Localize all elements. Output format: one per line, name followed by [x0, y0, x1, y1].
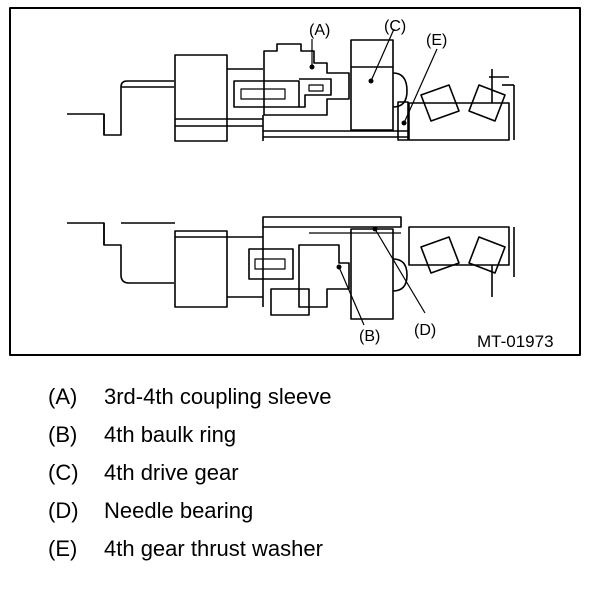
callout-a: (A)	[309, 22, 330, 39]
legend-text: 4th gear thrust washer	[104, 536, 323, 561]
lower-assembly	[67, 216, 515, 320]
legend-text: 3rd-4th coupling sleeve	[104, 384, 332, 409]
upper-hub	[174, 54, 228, 142]
legend-text: 4th drive gear	[104, 460, 239, 485]
coupling-sleeve	[263, 43, 350, 116]
callout-e: (E)	[426, 32, 447, 49]
legend-key: (D)	[48, 498, 79, 523]
callout-c: (C)	[384, 18, 406, 35]
legend-key: (A)	[48, 384, 78, 409]
drive-gear	[350, 39, 394, 131]
thrust-washer	[397, 101, 409, 141]
figure-code: MT-01973	[477, 332, 554, 351]
upper-bearing	[408, 102, 510, 141]
lower-shaft	[67, 222, 174, 284]
leader-lines	[311, 28, 438, 326]
legend-item: (D) Needle bearing	[0, 498, 608, 524]
legend-text: Needle bearing	[104, 498, 254, 523]
legend-key: (B)	[48, 422, 78, 447]
legend-item: (E) 4th gear thrust washer	[0, 536, 608, 562]
legend-key: (C)	[48, 460, 79, 485]
upper-shaft	[67, 86, 174, 136]
legend-text: 4th baulk ring	[104, 422, 237, 447]
legend-item: (C) 4th drive gear	[0, 460, 608, 486]
legend-item: (A) 3rd-4th coupling sleeve	[0, 384, 608, 410]
upper-assembly	[67, 39, 515, 142]
callout-d: (D)	[414, 322, 436, 339]
lower-bearing	[408, 226, 510, 266]
legend-key: (E)	[48, 536, 78, 561]
transmission-diagram: (A) (C) (E) (B) (D) MT-01973	[9, 7, 581, 356]
callout-b: (B)	[359, 328, 380, 345]
legend-item: (B) 4th baulk ring	[0, 422, 608, 448]
figure-frame	[9, 7, 581, 356]
lower-hub	[174, 230, 228, 308]
